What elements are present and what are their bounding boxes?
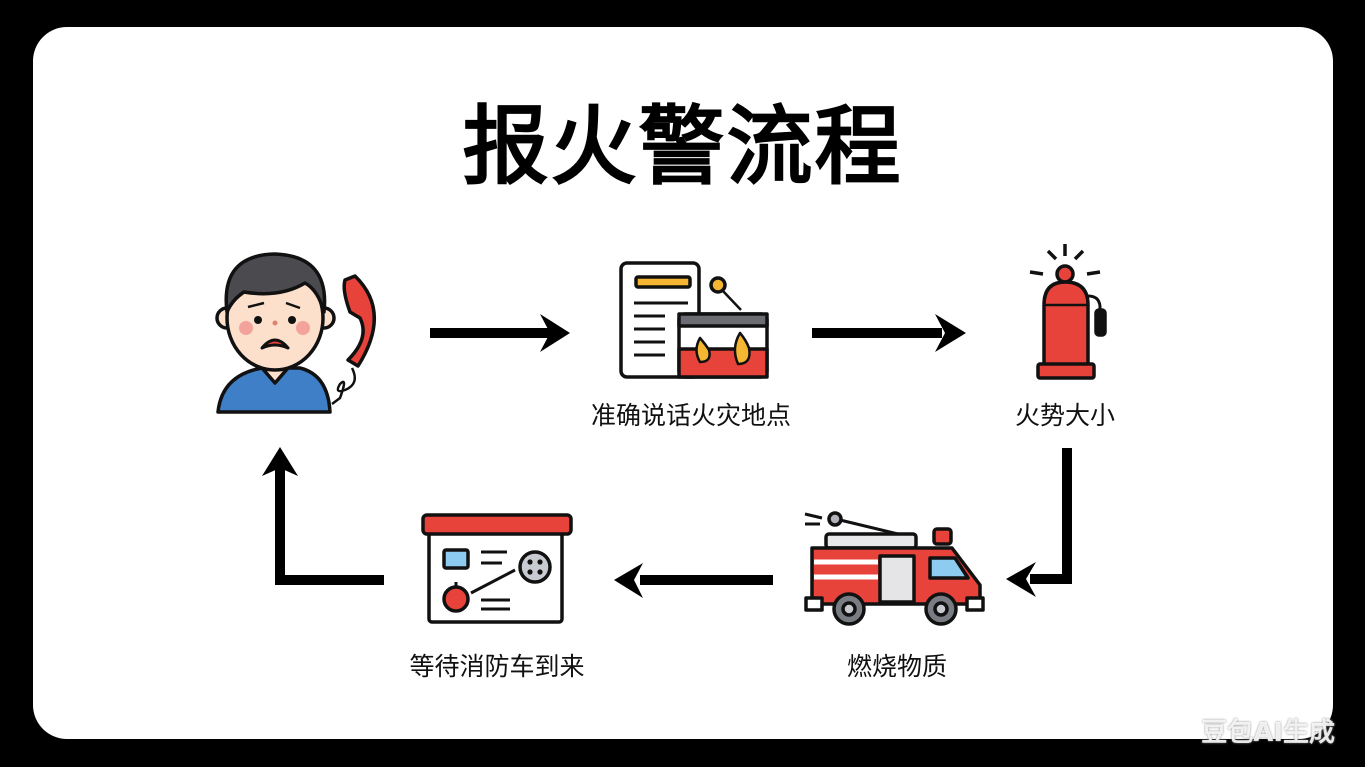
step-label-location: 准确说话火灾地点	[590, 401, 792, 430]
document-fire-location-icon	[619, 261, 769, 379]
person-calling-icon	[215, 252, 376, 414]
fire-truck-icon	[804, 511, 985, 626]
fire-extinguisher-alarm-icon	[1029, 244, 1107, 380]
dispatch-panel-icon	[421, 513, 573, 624]
arrow-location-to-firesize	[812, 314, 966, 352]
arrow-call-to-location	[430, 314, 570, 352]
step-label-fire-size: 火势大小	[1014, 401, 1116, 430]
watermark: 豆包AI生成	[1201, 718, 1335, 748]
arrow-wait-to-call	[262, 447, 384, 585]
arrow-firesize-to-material	[1006, 448, 1072, 597]
step-label-material: 燃烧物质	[846, 652, 948, 681]
page-title: 报火警流程	[462, 97, 903, 197]
arrow-material-to-wait	[614, 563, 773, 598]
step-label-wait: 等待消防车到来	[409, 652, 585, 681]
